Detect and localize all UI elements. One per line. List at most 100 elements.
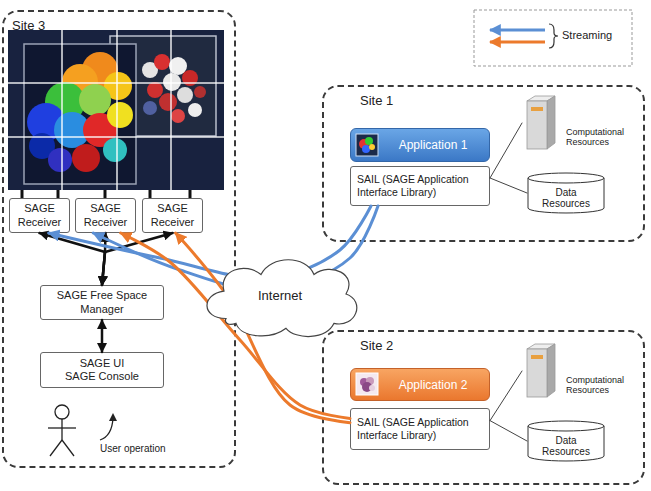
server-resource: Computational Resources [522,95,642,151]
server-icon [527,96,555,149]
server-top [527,96,555,101]
icon-atom [369,385,375,391]
server-resource: Computational Resources [522,343,642,399]
wall-background [8,30,224,190]
node-text: Computational Resources [566,375,640,396]
process-box: SAGE Free Space Manager [40,285,164,320]
streaming-arrow [176,233,350,423]
tile-grid [8,30,224,190]
atom [79,84,111,116]
icon-atom [362,145,370,153]
operation-arrow [100,418,113,440]
resource-link [490,421,527,441]
icon-atom [365,137,373,145]
server-light [531,355,543,359]
user-leg [62,440,74,456]
operation-arrowhead [109,413,117,421]
site-group: Site 3 SAGE Receiver SAGE Receiver SAGE Rec… [2,10,236,468]
node-text: SAGE Receiver [13,202,66,228]
node-text: SAGE Console [65,370,139,383]
atom [194,86,206,98]
control-arrow [40,233,106,285]
grid-line [8,136,224,138]
icon-atom [359,139,369,149]
user-arms [48,427,76,428]
node-text: Internet [258,288,302,303]
library-box: SAIL (SAGE Application Interface Library… [350,166,490,206]
application-icon [356,134,378,156]
site-heading: Site 2 [360,338,393,353]
second-molecule [142,54,206,123]
node-text: SAGE Free Space Manager [44,289,160,315]
site-heading: Site 3 [12,18,45,33]
node-text: SAIL (SAGE Application Interface Library… [357,416,483,442]
streaming-arrow [93,206,378,290]
grid-line [8,82,224,84]
node-text: Computational Resources [566,127,640,148]
node-text: SAIL (SAGE Application Interface Library… [357,173,483,199]
user-figure [48,405,76,456]
site-group: Site 1 Application 1 SAIL (SAGE Applicatio… [322,85,645,242]
cylinder-top [528,173,604,183]
atom [154,54,170,70]
atom [163,73,181,91]
node-text: Data Resources [539,187,593,210]
legend-arrow [490,41,545,44]
network-cloud: Internet [196,250,364,340]
atom [143,101,157,115]
main-window [24,44,136,184]
atom [159,93,177,111]
atom [107,102,133,128]
user-leg [50,440,62,456]
server-light [531,107,543,111]
site-heading: Site 1 [360,93,393,108]
server-side [547,344,555,397]
process-box: SAGE UISAGE Console [40,352,164,388]
atom [72,144,100,172]
display-cable [104,190,107,198]
node-text: Data Resources [539,435,593,458]
display-cables [22,190,190,198]
atom [48,148,72,172]
atom [147,82,163,98]
node-text: SAGE Receiver [79,202,132,228]
data-cylinder: Data Resources [527,172,605,214]
resource-link [490,371,522,421]
server-front [527,101,547,149]
atom [177,87,193,103]
process-box: SAGE Receiver [9,198,70,233]
resource-link [490,178,527,193]
atom [188,103,202,117]
application-box: Application 2 [350,368,490,401]
icon-frame [356,373,378,395]
display-cable [57,190,60,198]
legend-bracket [549,24,558,48]
node-text: SAGE Receiver [146,202,199,228]
streaming-arrow [49,206,371,278]
atom [171,109,185,123]
display-cable [149,190,152,198]
grid-line [61,30,63,190]
server-top [527,344,555,349]
application-icon [356,373,378,395]
display-cable [189,190,192,198]
legend-sample [490,24,558,48]
atom [103,138,127,162]
control-arrow [102,233,173,285]
library-box: SAIL (SAGE Application Interface Library… [350,408,490,450]
cloud-shape [207,260,357,337]
user-head [55,405,69,419]
display-wall [8,30,224,190]
legend-box [474,10,632,66]
data-cylinder: Data Resources [527,420,605,462]
site-group: Site 2 Application 2 SAIL (SAGE Applicatio… [322,330,645,485]
application-box: Application 1 [350,128,490,162]
node-text: Application 2 [399,378,468,392]
icon-frame [356,134,378,156]
node-text: Application 1 [399,138,468,152]
